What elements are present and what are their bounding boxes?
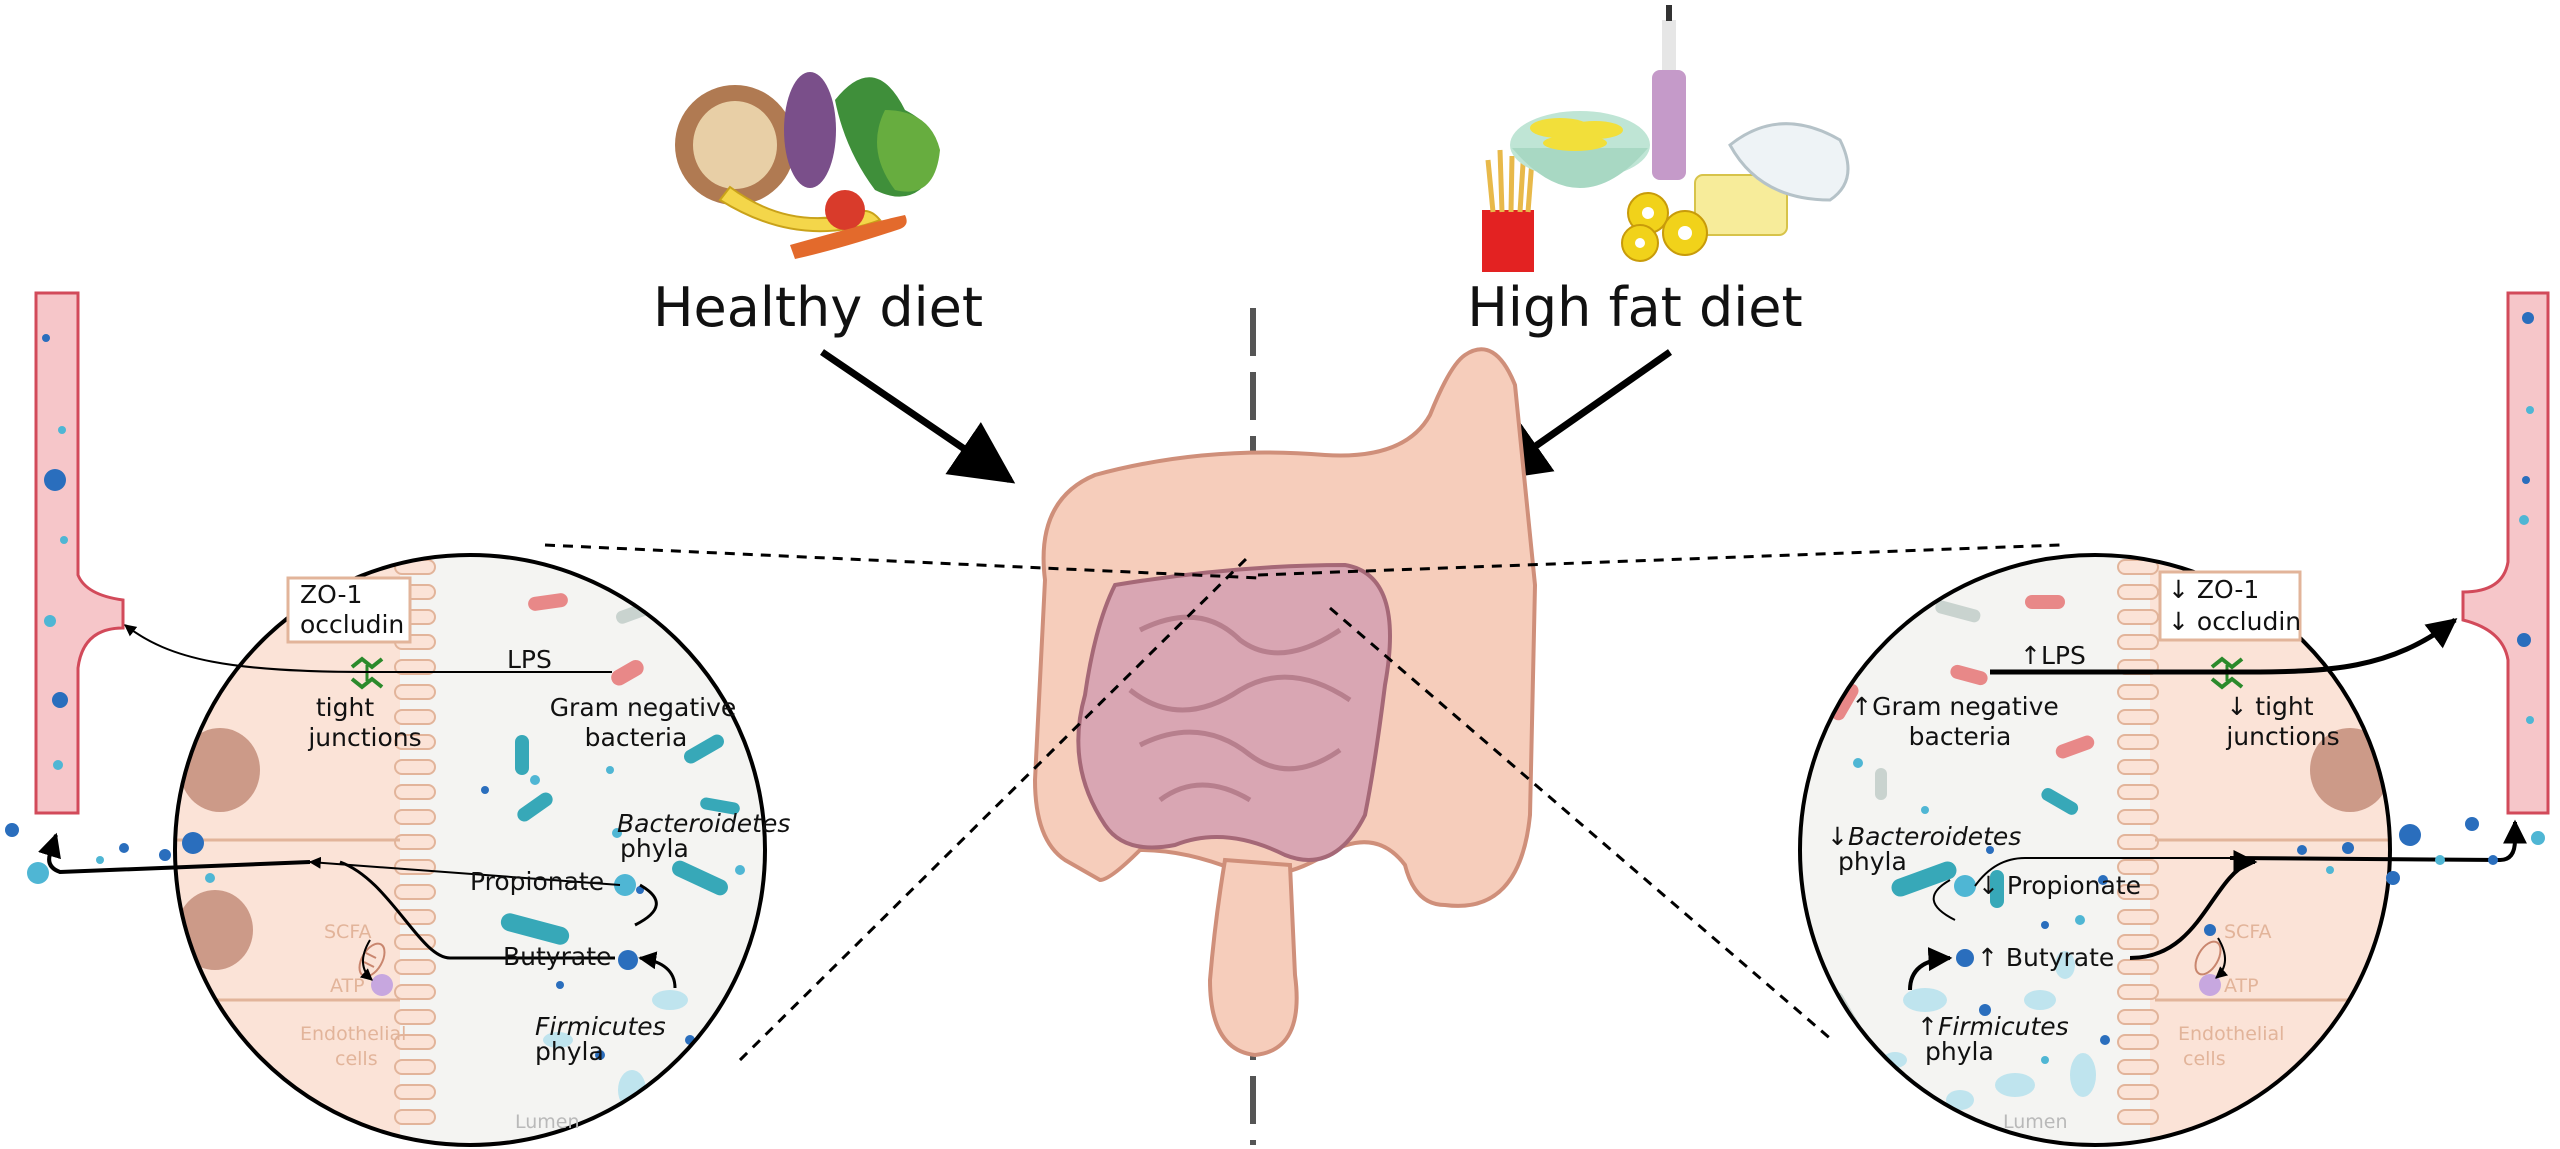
right-butyrate-producer: [1908, 947, 1953, 991]
intestine-illustration: [1032, 347, 1538, 1058]
right-lumen-label: Lumen: [2003, 1111, 2068, 1133]
left-occludin-label: occludin: [300, 610, 404, 639]
left-propionate-label: Propionate: [470, 867, 604, 896]
right-atp-label: ATP: [2224, 975, 2259, 997]
left-bacteroidetes-label: Bacteroidetes: [617, 809, 790, 838]
right-lps-label: ↑LPS: [2020, 641, 2086, 670]
right-tight-label-1: ↓ tight: [2226, 692, 2313, 721]
right-occludin-label: ↓ occludin: [2168, 607, 2301, 636]
left-butyrate-producer: [638, 951, 677, 989]
left-bacteroidetes-phyla: phyla: [620, 834, 689, 863]
left-butyrate-loop: [634, 883, 658, 927]
high-fat-diet-title: High fat diet: [1467, 276, 1802, 339]
left-scfa-label: SCFA: [324, 921, 372, 943]
right-zo1-box: [2158, 570, 2302, 642]
left-lps-arrow: [124, 624, 612, 673]
left-tight-label-1: tight: [316, 693, 374, 722]
healthy-diet-title: Healthy diet: [653, 276, 983, 339]
tight-junction-icon: [350, 656, 384, 690]
right-scfa-label: SCFA: [2224, 921, 2272, 943]
left-butyrate-label: Butyrate: [503, 942, 611, 971]
left-zoom-circle: [173, 553, 767, 1147]
right-scfa-arrow: [2215, 937, 2229, 979]
left-lps-label: LPS: [507, 645, 552, 674]
right-blood-arrow: [2229, 819, 2527, 863]
right-tight-label-2: junctions: [2225, 722, 2339, 751]
left-blood-arrow: [38, 832, 311, 875]
right-butyrate-label: ↑ Butyrate: [1977, 943, 2114, 972]
left-propionate-arrow: [308, 856, 621, 886]
right-zo1-label: ↓ ZO-1: [2168, 575, 2259, 604]
left-zo1-box: [286, 576, 412, 644]
left-lumen-label: Lumen: [515, 1111, 580, 1133]
right-firmicutes-phyla: phyla: [1925, 1037, 1994, 1066]
left-tight-label-2: junctions: [307, 723, 421, 752]
left-gram-label-2: bacteria: [585, 723, 688, 752]
high-fat-food-illustration: [1482, 5, 1850, 272]
right-propionate-label: ↓ Propionate: [1978, 871, 2141, 900]
left-scfa-arrow: [359, 939, 373, 981]
left-gram-label-1: Gram negative: [550, 693, 737, 722]
right-endothelial-label-2: cells: [2183, 1048, 2226, 1070]
left-butyrate-arrow: [339, 860, 615, 960]
right-propionate-loop: [1932, 879, 1956, 921]
right-endothelial-label-1: Endothelial: [2178, 1023, 2284, 1045]
right-propionate-arrow: [1974, 857, 2230, 887]
left-blood-vessel: [34, 291, 125, 815]
right-bacteroidetes-phyla: phyla: [1838, 847, 1907, 876]
left-firmicutes-phyla: phyla: [535, 1037, 604, 1066]
left-firmicutes-label: Firmicutes: [535, 1012, 666, 1041]
right-bacteroidetes-label: ↓Bacteroidetes: [1827, 822, 2021, 851]
right-gram-label-1: ↑Gram negative: [1851, 692, 2059, 721]
right-gram-label-2: bacteria: [1909, 722, 2012, 751]
mitochondria-icon: [2194, 940, 2222, 976]
right-blood-vessel: [2461, 291, 2550, 815]
right-firmicutes-label: ↑Firmicutes: [1917, 1012, 2069, 1041]
left-endothelial-label-1: Endothelial: [300, 1023, 406, 1045]
right-lps-arrow: [1990, 618, 2458, 675]
healthy-food-illustration: [675, 72, 940, 259]
right-butyrate-arrow: [2129, 850, 2258, 960]
left-zo1-label: ZO-1: [300, 580, 362, 609]
healthy-diet-arrow: [820, 349, 1016, 484]
left-atp-label: ATP: [330, 975, 365, 997]
left-endothelial-label-2: cells: [335, 1048, 378, 1070]
